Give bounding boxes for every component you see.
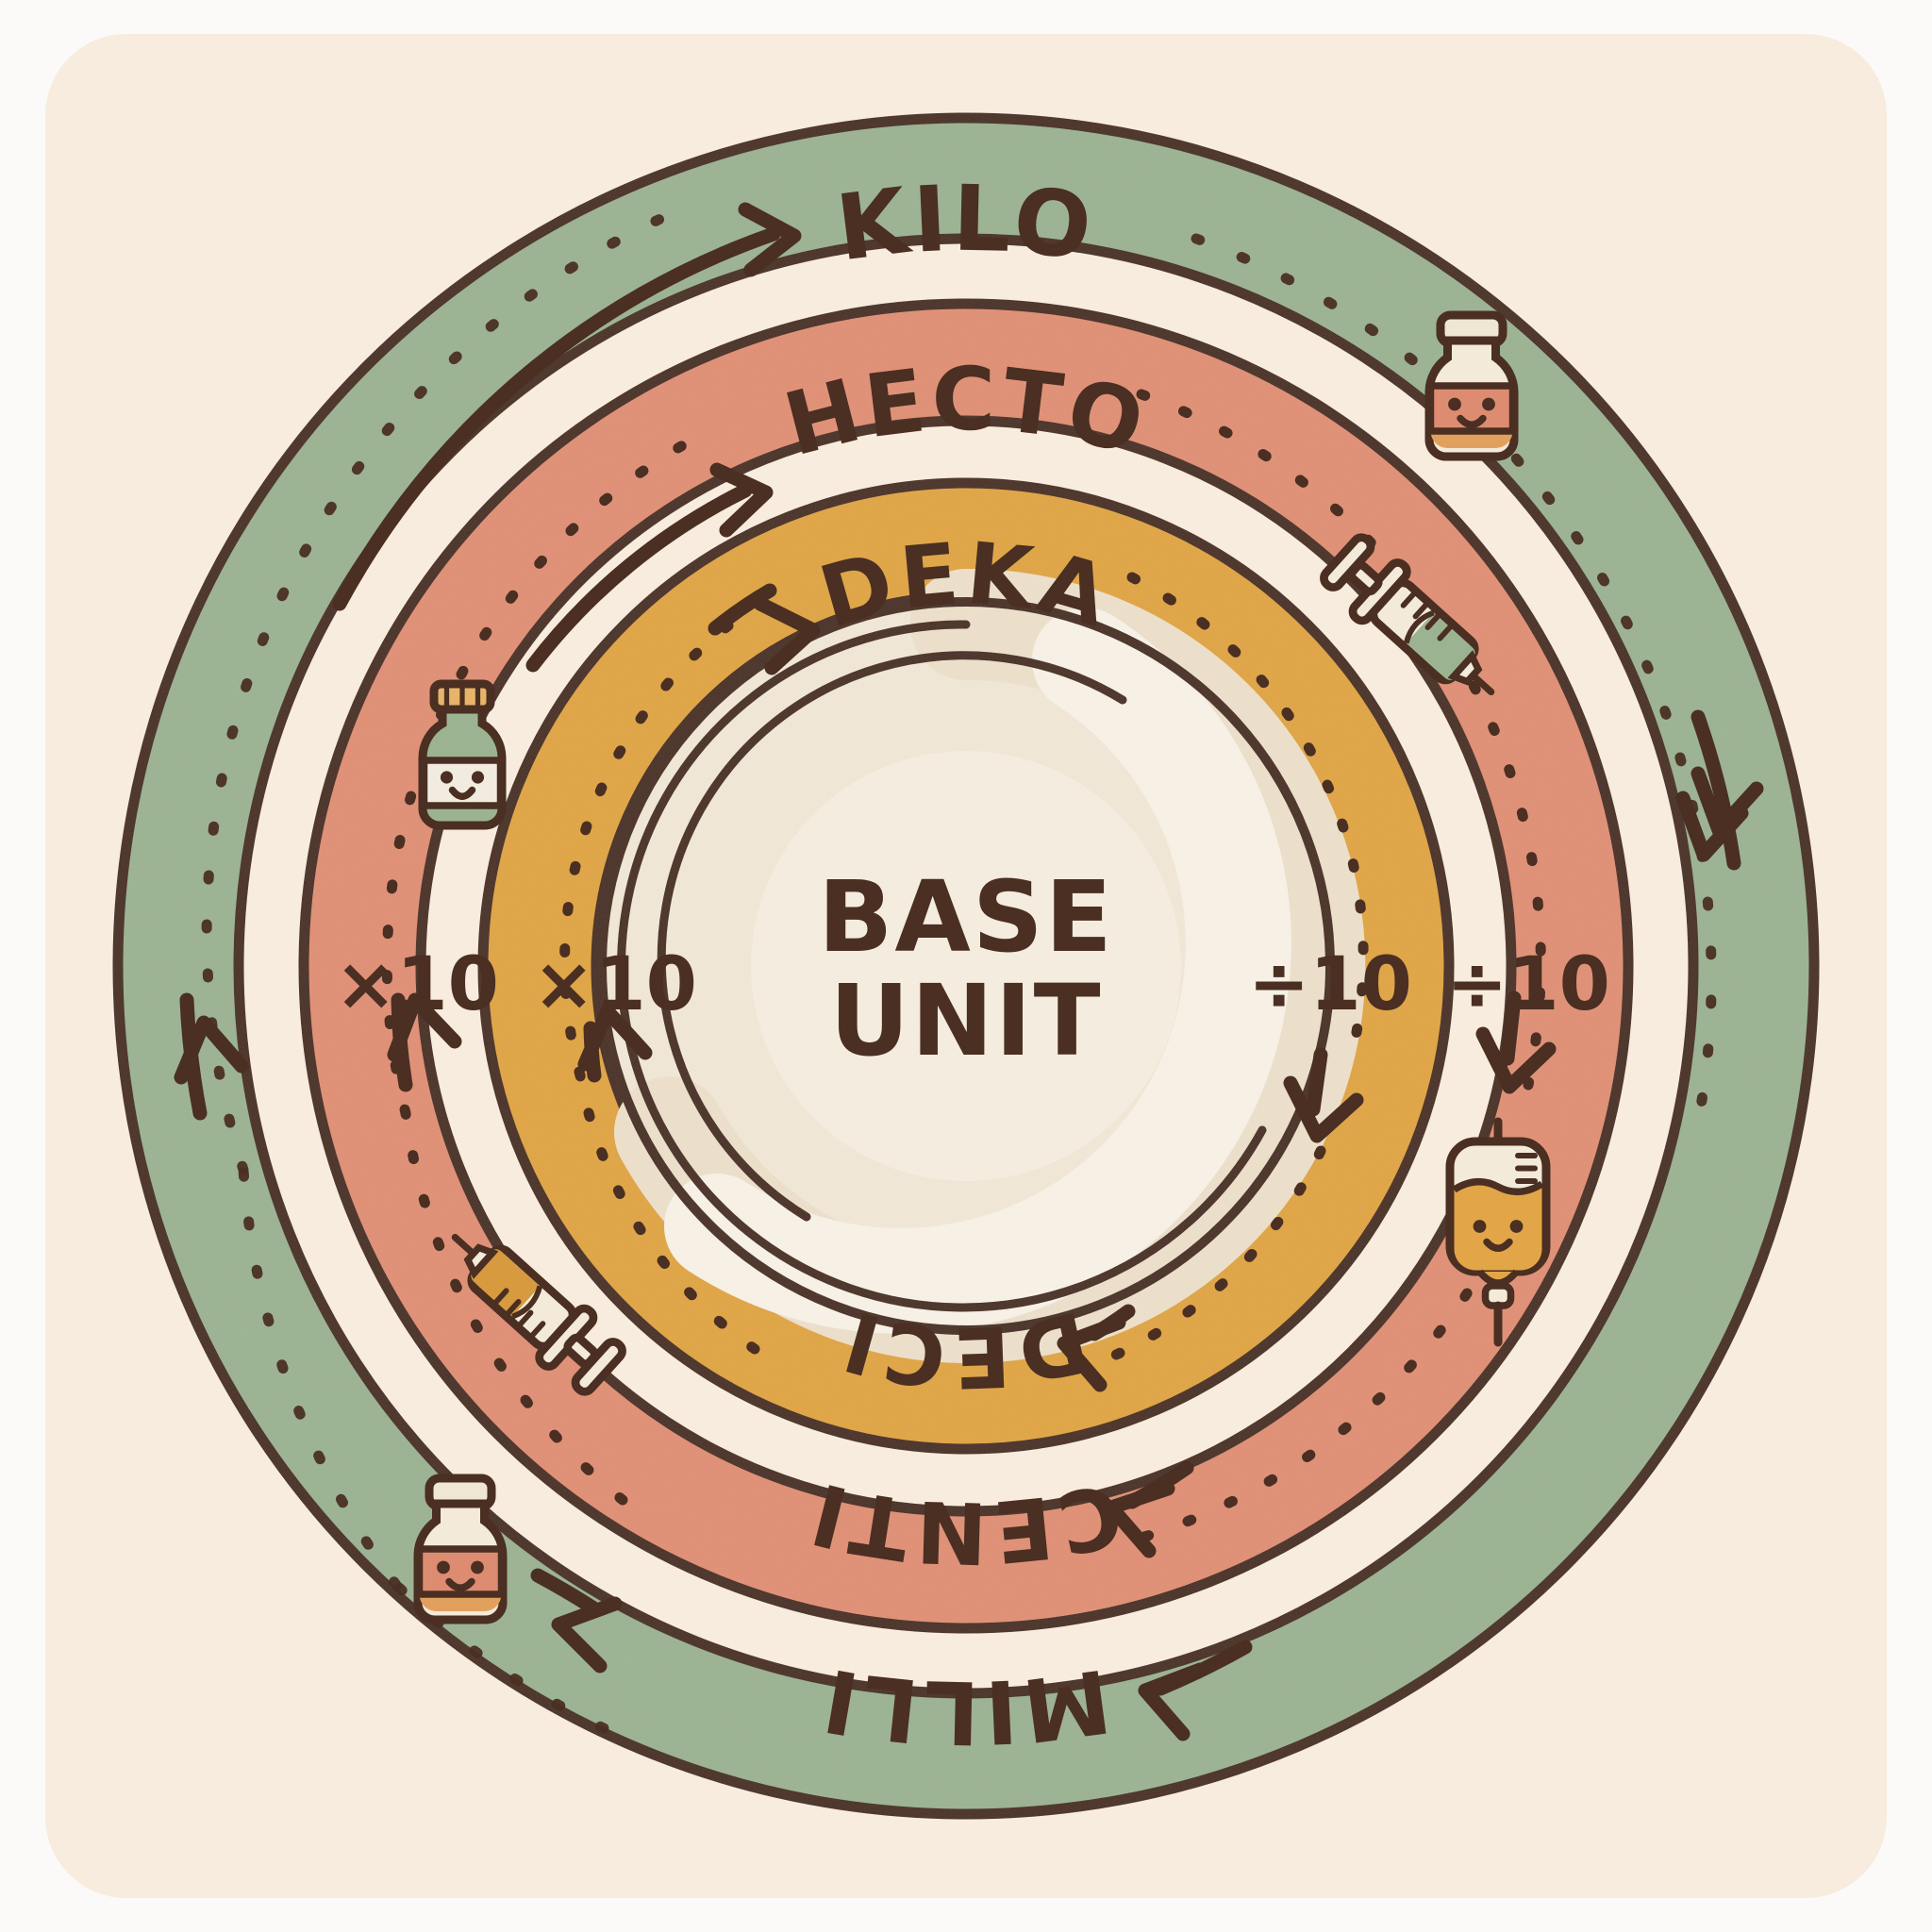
center-label-base: BASE [818,859,1114,974]
vial-icon [1424,310,1519,461]
ring-label-centi: CENTI [799,1462,1131,1582]
flow-arrowheads [174,202,1764,1741]
operator-label-left-coral: ×10 [335,942,499,1027]
center-label-unit: UNIT [829,963,1102,1078]
ring-label-milli: MILLI [813,1648,1116,1762]
ring-label-kilo: KILO [831,166,1101,282]
syringe-icon [1320,533,1495,696]
syringe-icon [451,1233,626,1396]
ring-middle-coral [298,298,1634,1634]
operator-label-right-amber: ÷10 [1248,942,1412,1027]
vial-icon [413,1474,508,1624]
iv-bag-icon [1445,1117,1551,1347]
ring-inner-amber [477,477,1455,1455]
bottle-icon [418,679,507,830]
operator-label-left-amber: ×10 [533,942,697,1027]
ring-label-hecto: HECTO [774,349,1157,475]
center-hub [597,568,1366,1363]
ring-outer-green [112,112,1820,1820]
operator-label-right-coral: ÷10 [1446,942,1610,1027]
